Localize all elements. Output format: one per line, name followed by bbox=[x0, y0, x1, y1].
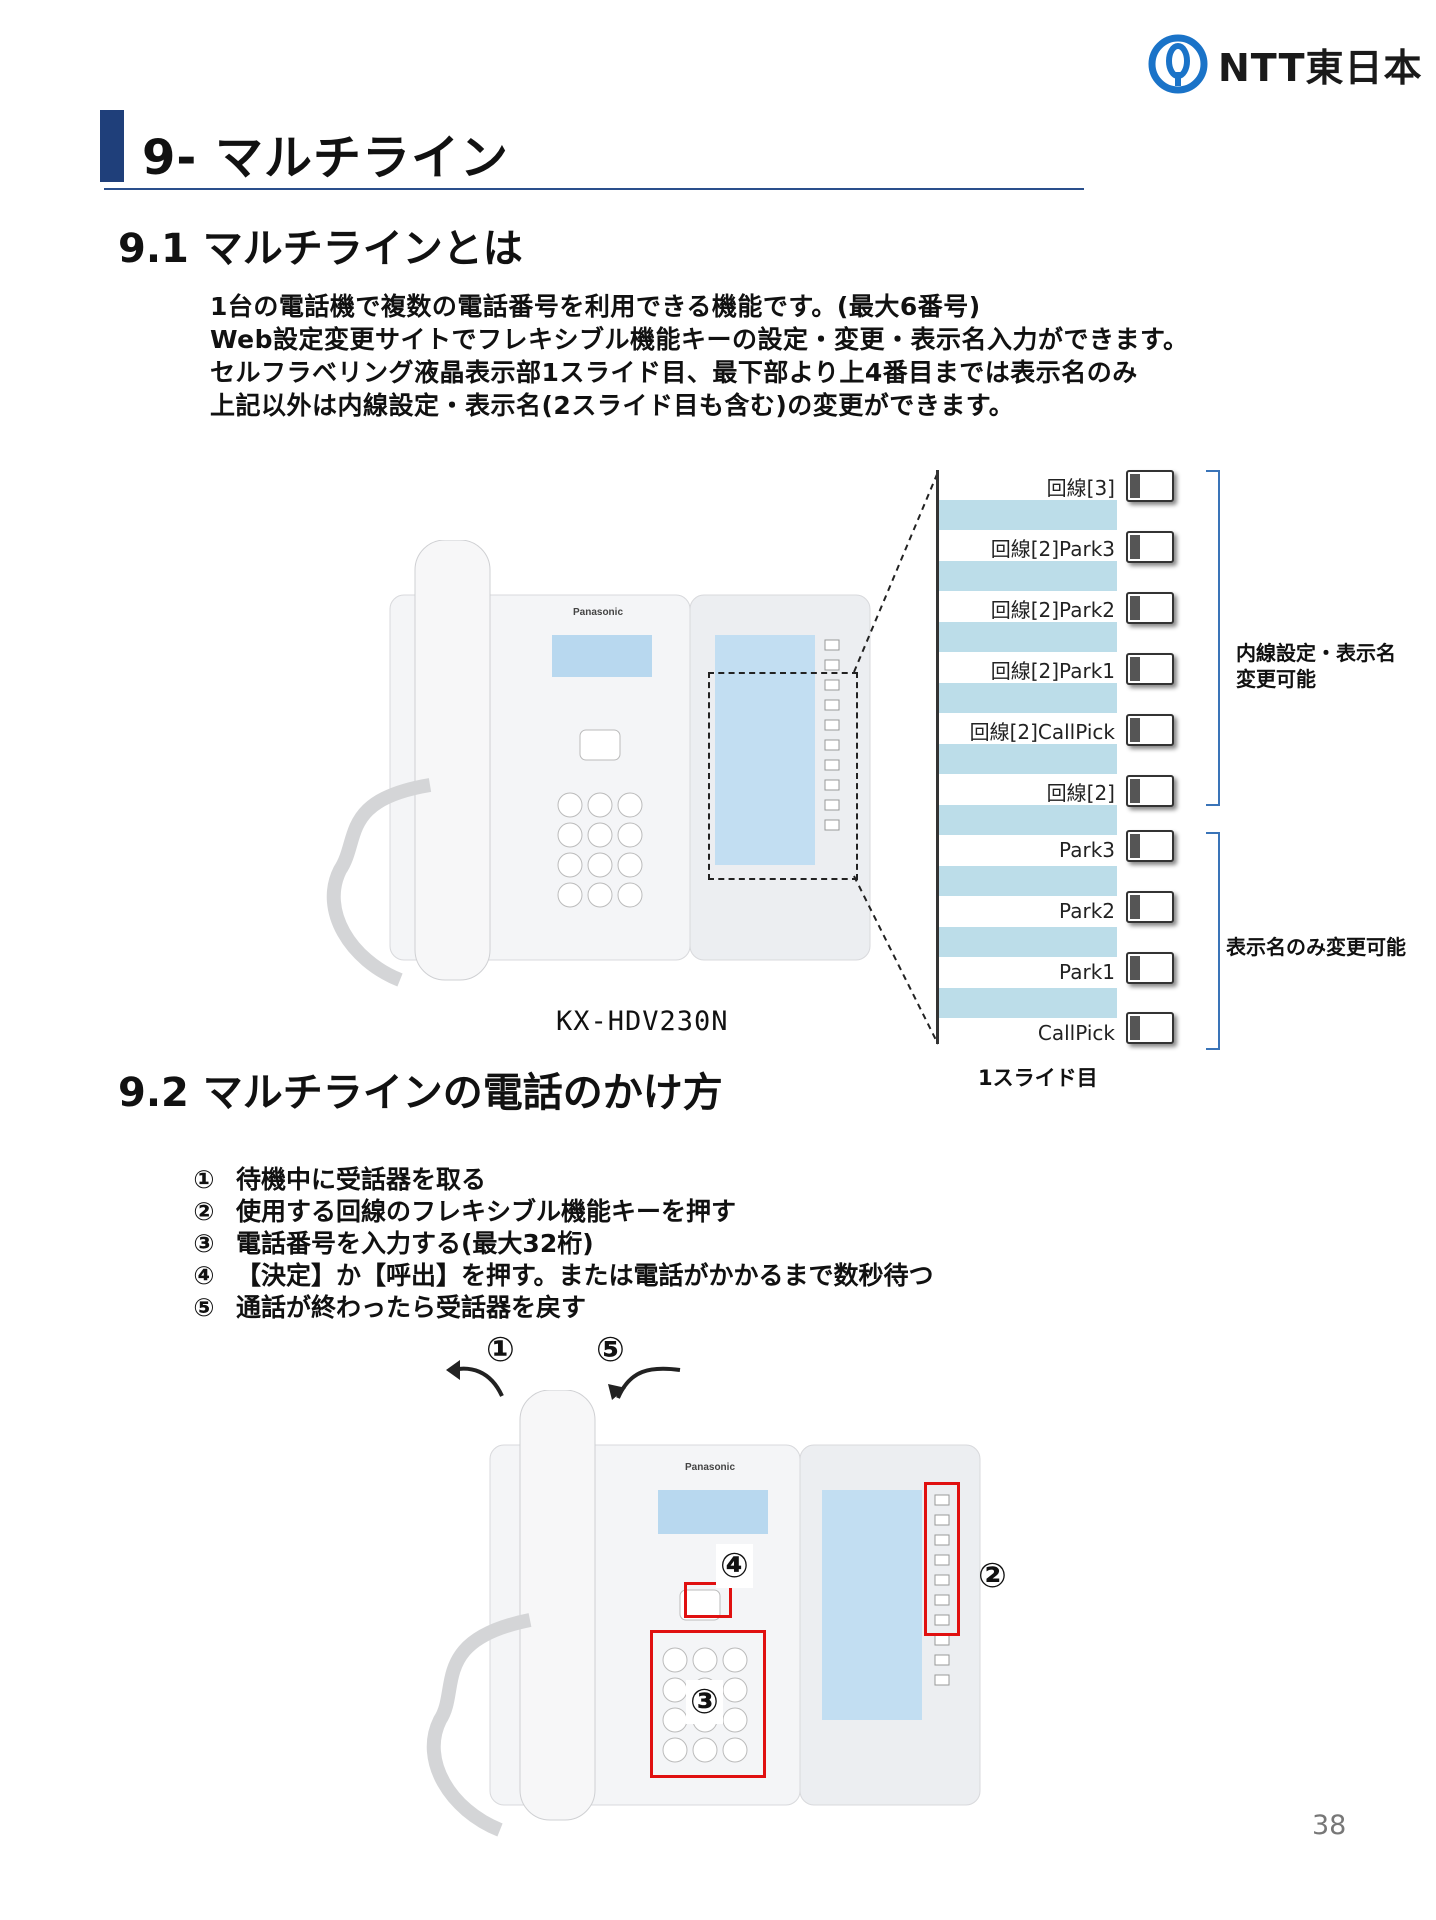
description-line: Web設定変更サイトでフレキシブル機能キーの設定・変更・表示名入力ができます。 bbox=[210, 325, 1189, 354]
line-label: Park2 bbox=[1059, 899, 1115, 923]
phone-illustration: Panasonic bbox=[426, 1389, 981, 1837]
line-label: Park3 bbox=[1059, 838, 1115, 862]
label-strip: 回線[3] 回線[2]Park3 回線[2]Park2 回線[2]Park1 回… bbox=[936, 470, 1117, 1045]
ntt-logo: NTT東日本 bbox=[1148, 34, 1423, 94]
strip-band bbox=[939, 500, 1117, 530]
hangup-arrowhead-icon bbox=[608, 1384, 626, 1400]
callout-2: ② bbox=[978, 1556, 1007, 1596]
phone-image-top: Panasonic bbox=[280, 539, 880, 1000]
handset-arrows bbox=[446, 1360, 681, 1400]
line-label: 回線[3] bbox=[1046, 476, 1115, 500]
list-item: ④ 【決定】か【呼出】を押す。または電話がかかるまで数秒待つ bbox=[190, 1260, 934, 1292]
page-number: 38 bbox=[1312, 1810, 1347, 1841]
step-number: ① bbox=[193, 1165, 215, 1194]
description-line: セルフラベリング液晶表示部1スライド目、最下部より上4番目までは表示名のみ bbox=[210, 358, 1138, 387]
list-item: ⑤ 通話が終わったら受話器を戻す bbox=[190, 1292, 934, 1324]
line-label: CallPick bbox=[1037, 1021, 1115, 1045]
section-description: 1台の電話機で複数の電話番号を利用できる機能です。(最大6番号) Web設定変更… bbox=[210, 290, 1189, 422]
line-label: 回線[2]CallPick bbox=[969, 720, 1115, 744]
list-item: ② 使用する回線のフレキシブル機能キーを押す bbox=[190, 1196, 934, 1228]
bracket-lower bbox=[1206, 832, 1220, 1050]
flex-key-4[interactable] bbox=[1126, 653, 1174, 685]
strip-band bbox=[939, 988, 1117, 1018]
phone-illustration: Panasonic bbox=[326, 539, 871, 987]
slide-label: 1スライド目 bbox=[978, 1066, 1098, 1090]
highlight-keypad bbox=[650, 1630, 766, 1778]
step-text: 電話番号を入力する(最大32桁) bbox=[236, 1229, 594, 1258]
phone-model-name: KX-HDV230N bbox=[556, 1006, 729, 1037]
strip-band bbox=[939, 805, 1117, 835]
title-divider bbox=[104, 188, 1084, 190]
bracket-upper bbox=[1206, 470, 1220, 806]
list-item: ① 待機中に受話器を取る bbox=[190, 1164, 934, 1196]
flex-key-7[interactable] bbox=[1126, 830, 1174, 862]
section-heading-9-1: 9.1 マルチラインとは bbox=[118, 226, 523, 272]
strip-band bbox=[939, 927, 1117, 957]
step-number: ③ bbox=[193, 1229, 215, 1258]
title-accent-bar bbox=[100, 110, 124, 182]
step-text: 待機中に受話器を取る bbox=[236, 1165, 487, 1194]
flex-key-5[interactable] bbox=[1126, 714, 1174, 746]
strip-band bbox=[939, 683, 1117, 713]
zoom-connector-lines bbox=[853, 471, 939, 1045]
bracket-lower-label: 表示名のみ変更可能 bbox=[1226, 935, 1406, 959]
bracket-upper-label: 内線設定・表示名 変更可能 bbox=[1236, 641, 1396, 691]
line-label: 回線[2] bbox=[1046, 781, 1115, 805]
flex-key-2[interactable] bbox=[1126, 531, 1174, 563]
step-text: 【決定】か【呼出】を押す。または電話がかかるまで数秒待つ bbox=[236, 1261, 934, 1290]
flex-key-3[interactable] bbox=[1126, 592, 1174, 624]
steps-list: ① 待機中に受話器を取る ② 使用する回線のフレキシブル機能キーを押す ③ 電話番号を… bbox=[190, 1164, 934, 1324]
flex-key-1[interactable] bbox=[1126, 470, 1174, 502]
flex-key-9[interactable] bbox=[1126, 952, 1174, 984]
step-number: ② bbox=[193, 1197, 215, 1226]
pickup-arrowhead-icon bbox=[446, 1360, 460, 1380]
page-title: 9- マルチライン bbox=[142, 130, 510, 186]
phone-image-bottom: Panasonic bbox=[390, 1389, 990, 1850]
hangup-arrow-icon bbox=[616, 1366, 681, 1399]
line-label: 回線[2]Park2 bbox=[990, 598, 1115, 622]
line-label: Park1 bbox=[1059, 960, 1115, 984]
flex-key-10[interactable] bbox=[1126, 1012, 1174, 1044]
callout-1: ① bbox=[486, 1330, 515, 1370]
callout-3: ③ bbox=[686, 1680, 723, 1724]
strip-band bbox=[939, 744, 1117, 774]
description-line: 上記以外は内線設定・表示名(2スライド目も含む)の変更ができます。 bbox=[210, 391, 1015, 420]
line-label: 回線[2]Park3 bbox=[990, 537, 1115, 561]
strip-band bbox=[939, 561, 1117, 591]
callout-5: ⑤ bbox=[596, 1330, 625, 1370]
line-label: 回線[2]Park1 bbox=[990, 659, 1115, 683]
strip-band bbox=[939, 622, 1117, 652]
list-item: ③ 電話番号を入力する(最大32桁) bbox=[190, 1228, 934, 1260]
ntt-logo-icon bbox=[1148, 34, 1208, 94]
section-heading-9-2: 9.2 マルチラインの電話のかけ方 bbox=[118, 1070, 723, 1116]
step-text: 使用する回線のフレキシブル機能キーを押す bbox=[236, 1197, 737, 1226]
phone-brand-label: Panasonic bbox=[573, 607, 623, 618]
zoom-region-outline bbox=[708, 672, 858, 880]
flex-key-8[interactable] bbox=[1126, 891, 1174, 923]
logo-text: NTT東日本 bbox=[1218, 45, 1423, 90]
step-number: ⑤ bbox=[193, 1293, 215, 1322]
step-number: ④ bbox=[193, 1261, 215, 1290]
step-text: 通話が終わったら受話器を戻す bbox=[236, 1293, 587, 1322]
flex-key-6[interactable] bbox=[1126, 775, 1174, 807]
callout-4: ④ bbox=[716, 1544, 753, 1588]
description-line: 1台の電話機で複数の電話番号を利用できる機能です。(最大6番号) bbox=[210, 292, 981, 321]
strip-band bbox=[939, 866, 1117, 896]
phone-brand-label: Panasonic bbox=[685, 1462, 735, 1473]
highlight-flex-keys bbox=[924, 1482, 960, 1636]
highlight-enter-key bbox=[684, 1582, 732, 1618]
